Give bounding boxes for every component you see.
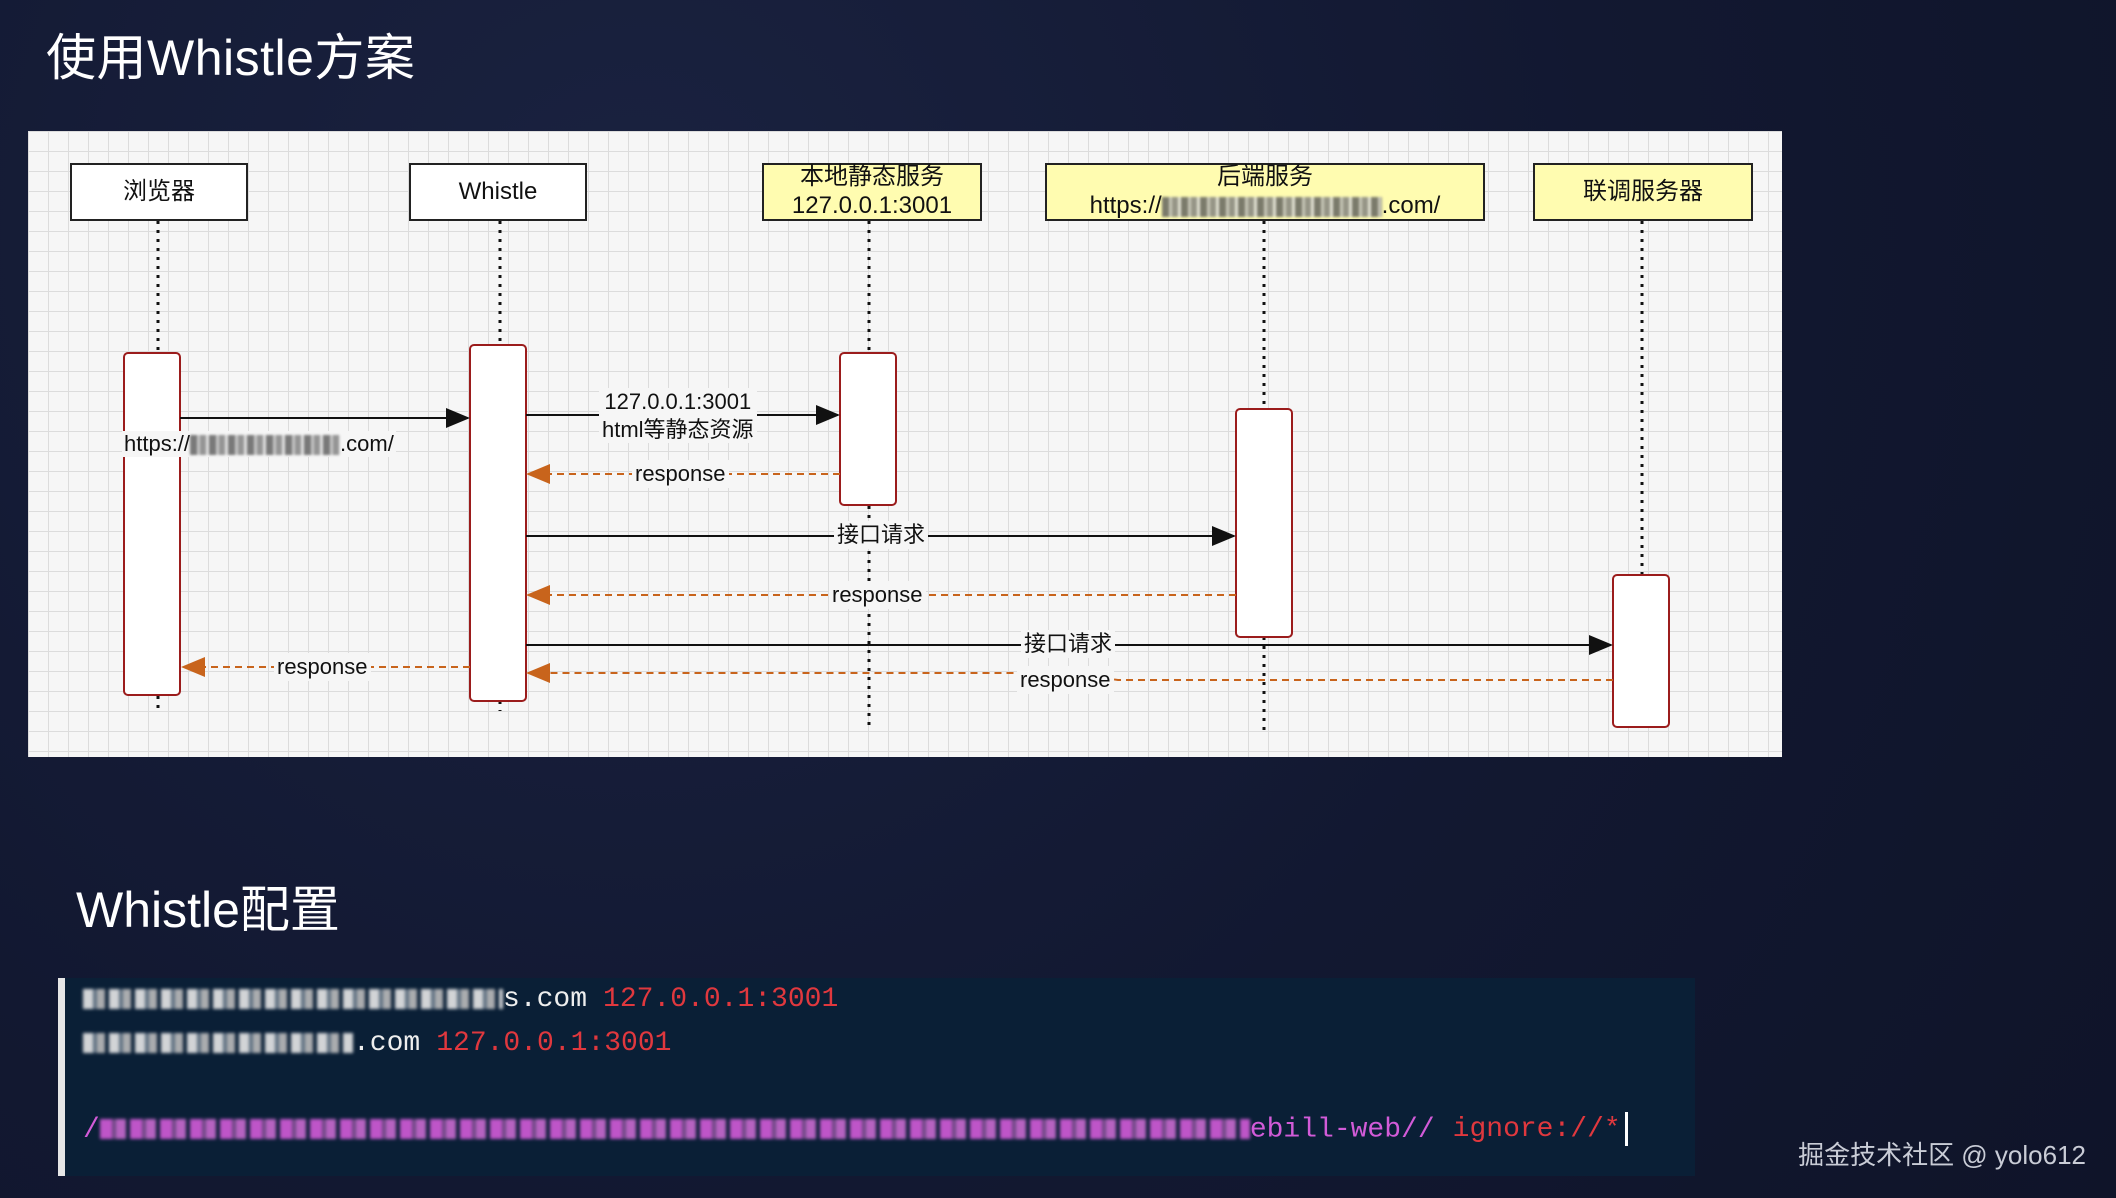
actor-local-label: 本地静态服务: [800, 163, 944, 191]
config-section-title: Whistle配置: [76, 882, 340, 938]
actor-joint-label: 联调服务器: [1583, 177, 1703, 205]
actor-browser: 浏览器: [70, 163, 248, 221]
api-request-label-joint: 接口请求: [1021, 630, 1116, 658]
code-path-prefix: /: [83, 1114, 100, 1146]
activations: [123, 344, 1670, 728]
actor-whistle-label: Whistle: [458, 177, 538, 205]
browser-url-suffix: .com/: [340, 431, 394, 456]
slide-title: 使用Whistle方案: [46, 30, 416, 86]
text-cursor: [1624, 1112, 1628, 1146]
response-label-local: response: [632, 460, 729, 488]
actor-joint-server: 联调服务器: [1533, 163, 1753, 221]
actor-local-sub: 127.0.0.1:3001: [791, 192, 953, 219]
response-label-joint: response: [1017, 666, 1114, 694]
code-target-ip: 127.0.0.1:3001: [603, 984, 839, 1015]
code-line-2: .com 127.0.0.1:3001: [83, 1028, 671, 1059]
browser-request-url: https:// .com/: [122, 431, 396, 457]
code-host-suffix: .com: [353, 1028, 421, 1059]
backend-url-prefix: https://: [1089, 192, 1162, 219]
static-request-label: 127.0.0.1:3001 html等静态资源: [599, 388, 757, 443]
response-label-backend: response: [829, 581, 926, 609]
response-label-browser: response: [274, 653, 371, 681]
activation-backend: [1235, 408, 1293, 638]
sequence-diagram: 浏览器 Whistle 本地静态服务 127.0.0.1:3001 后端服务 h…: [28, 131, 1782, 757]
actor-backend-label: 后端服务: [1217, 163, 1313, 191]
api-request-label-backend: 接口请求: [834, 521, 929, 549]
code-host-suffix: s.com: [503, 984, 588, 1015]
static-request-target: 127.0.0.1:3001: [604, 389, 752, 414]
actor-backend-service: 后端服务 https:// .com/: [1045, 163, 1485, 221]
redacted-host: [83, 1032, 353, 1053]
redacted-path: [99, 1119, 1250, 1139]
actor-whistle: Whistle: [409, 163, 587, 221]
redacted-host: [83, 988, 503, 1009]
activation-browser: [123, 352, 181, 696]
actor-browser-label: 浏览器: [123, 177, 195, 205]
browser-url-prefix: https://: [124, 431, 191, 456]
code-ignore-rule: ignore://*: [1452, 1114, 1621, 1146]
activation-joint: [1612, 574, 1670, 728]
watermark: 掘金技术社区 @ yolo612: [1798, 1140, 2086, 1170]
code-path-suffix: ebill-web//: [1249, 1114, 1435, 1146]
code-target-ip: 127.0.0.1:3001: [436, 1028, 672, 1059]
code-line-1: s.com 127.0.0.1:3001: [83, 984, 838, 1015]
redacted-domain: [1161, 196, 1382, 217]
whistle-config-code: s.com 127.0.0.1:3001 .com 127.0.0.1:3001 /…: [58, 978, 1695, 1176]
static-request-desc: html等静态资源: [602, 416, 754, 442]
code-line-3: / ebill-web// ignore://*: [83, 1112, 1628, 1146]
actor-backend-url: https:// .com/: [1090, 192, 1441, 221]
redacted-domain: [190, 435, 341, 456]
actor-local-static-server: 本地静态服务 127.0.0.1:3001: [762, 163, 982, 221]
backend-url-suffix: .com/: [1381, 192, 1441, 219]
activation-whistle: [469, 344, 527, 702]
response-arrows: [181, 464, 1613, 683]
activation-local: [839, 352, 897, 506]
lifelines: [156, 221, 1644, 731]
